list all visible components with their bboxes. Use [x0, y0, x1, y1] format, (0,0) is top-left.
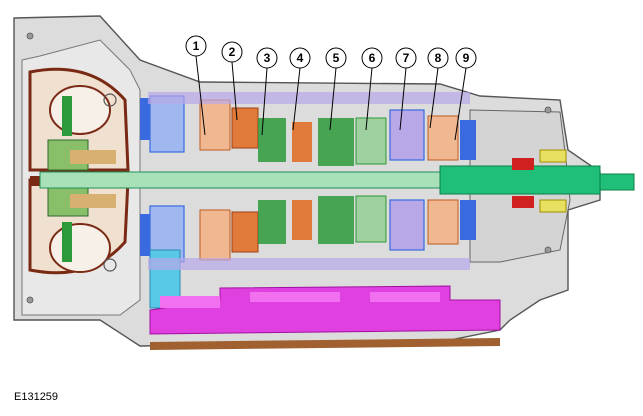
callout-number-2: 2	[229, 45, 236, 59]
callout-number-8: 8	[435, 51, 442, 65]
rear-clutch-packs	[389, 109, 476, 251]
callout-number-6: 6	[369, 51, 376, 65]
figure-id-label: E131259	[14, 391, 59, 403]
callout-circle-8	[427, 47, 449, 69]
callout-leader-6	[365, 67, 373, 131]
callout-leader-8	[429, 67, 439, 129]
callout-leader-7	[399, 67, 407, 131]
input-flange	[30, 176, 44, 186]
upper-drum	[148, 92, 470, 104]
valve-body	[149, 285, 501, 335]
callout-circle-7	[395, 47, 417, 69]
callout-circle-5	[325, 47, 347, 69]
callout-number-3: 3	[264, 51, 271, 65]
callout-number-7: 7	[403, 51, 410, 65]
callout-leader-2	[231, 61, 238, 121]
callout-number-9: 9	[463, 51, 470, 65]
callout-leader-5	[329, 67, 337, 131]
main-shaft	[39, 165, 635, 195]
callout-circle-9	[455, 47, 477, 69]
lower-drum	[148, 258, 470, 270]
callout-number-4: 4	[297, 51, 304, 65]
callout-circle-6	[361, 47, 383, 69]
callout-group: 1 2 3 4 5 6 7 8 9	[185, 35, 477, 141]
output-section	[512, 149, 567, 213]
callout-circle-4	[289, 47, 311, 69]
callout-number-5: 5	[333, 51, 340, 65]
callout-circle-3	[256, 47, 278, 69]
callout-leader-3	[261, 67, 268, 136]
callout-leader-4	[292, 67, 301, 131]
callout-circle-1	[185, 35, 207, 57]
oil-pan	[150, 338, 500, 350]
case-bolts	[26, 32, 552, 304]
callout-number-1: 1	[193, 39, 200, 53]
torque-converter	[28, 67, 130, 275]
callout-circle-2	[221, 41, 243, 63]
callout-leader-9	[454, 67, 467, 141]
callout-leader-1	[195, 55, 206, 136]
